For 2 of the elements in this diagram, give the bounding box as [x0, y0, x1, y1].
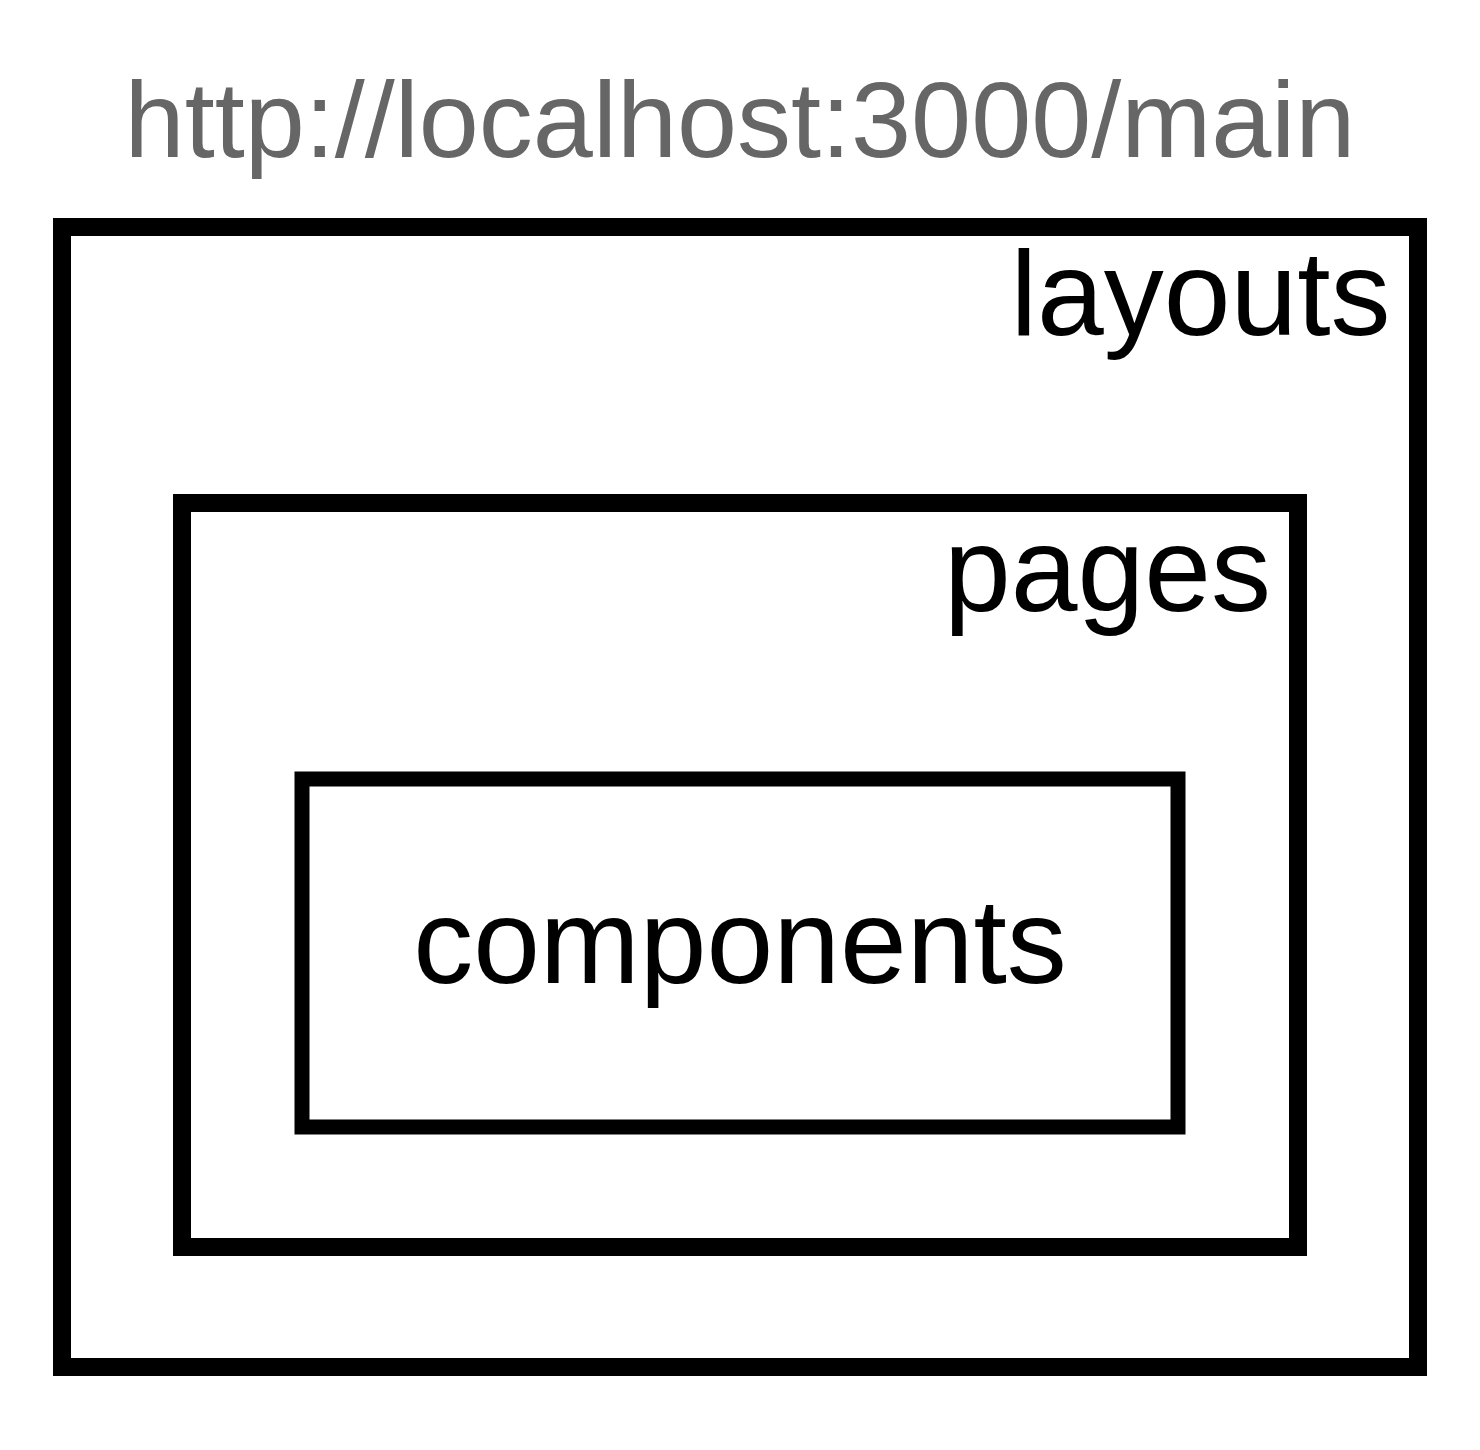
diagram-title: http://localhost:3000/main: [124, 59, 1356, 181]
node-box: components: [294, 771, 1186, 1135]
